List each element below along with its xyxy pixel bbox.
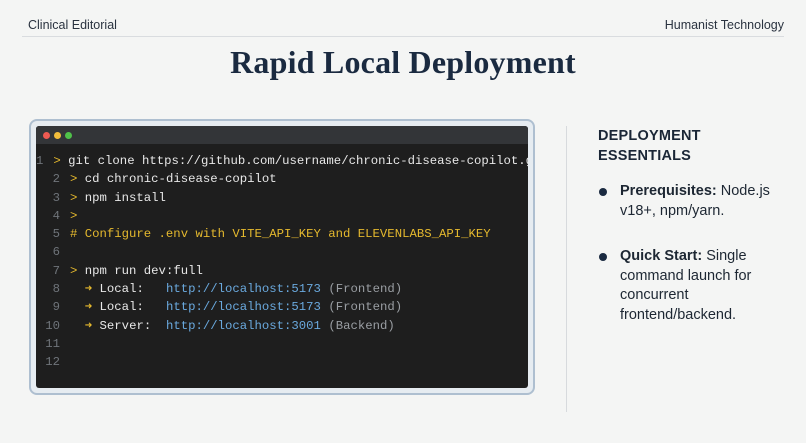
top-bar: Clinical Editorial Humanist Technology: [28, 14, 784, 36]
maximize-window-icon[interactable]: [65, 132, 72, 139]
output-note: (Frontend): [320, 300, 403, 315]
bullet-label: Prerequisites:: [620, 183, 717, 199]
bullet-prerequisites: Prerequisites: Node.js v18+, npm/yarn.: [598, 182, 798, 221]
line-number: 11: [45, 336, 60, 351]
close-window-icon[interactable]: [43, 132, 50, 139]
command-text: cd chronic-disease-copilot: [84, 172, 277, 187]
line-number: 2: [52, 172, 60, 187]
code-line: 12: [36, 353, 528, 371]
header-left-label: Clinical Editorial: [28, 18, 117, 32]
output-label: Local:: [99, 300, 166, 315]
code-line: 11: [36, 335, 528, 353]
prompt-glyph: >: [70, 190, 85, 205]
line-number: 5: [52, 227, 60, 242]
terminal-title-bar: [36, 126, 528, 144]
code-line: 6: [36, 243, 528, 261]
arrow-icon: ➜: [70, 282, 100, 297]
code-line: 10 ➜ Server: http://localhost:3001 (Back…: [36, 317, 528, 335]
column-divider: [566, 126, 567, 412]
output-label: Server:: [99, 318, 166, 333]
comment-text: # Configure .env with VITE_API_KEY and E…: [70, 227, 491, 242]
line-number: 1: [36, 154, 44, 168]
code-line: 2 > cd chronic-disease-copilot: [36, 170, 528, 188]
code-line: 5 # Configure .env with VITE_API_KEY and …: [36, 225, 528, 243]
prompt-glyph: >: [70, 172, 85, 187]
bullet-label: Quick Start:: [620, 248, 703, 264]
code-line: 9 ➜ Local: http://localhost:5173 (Fronte…: [36, 298, 528, 316]
bullet-dot-icon: [599, 253, 607, 261]
line-number: 4: [52, 208, 60, 223]
line-number: 7: [52, 263, 60, 278]
bullet-dot-icon: [599, 188, 607, 196]
line-number: 6: [52, 245, 60, 260]
prompt-glyph: >: [53, 154, 69, 168]
command-text: npm install: [84, 190, 166, 205]
localhost-link[interactable]: http://localhost:5173: [165, 300, 321, 315]
essentials-heading-line: ESSENTIALS: [598, 148, 692, 164]
code-line: 1 > git clone https://github.com/username…: [36, 152, 528, 170]
essentials-heading-line: DEPLOYMENT: [598, 128, 701, 144]
line-number: 10: [45, 318, 60, 333]
page-title: Rapid Local Deployment: [230, 44, 576, 80]
header-divider: [22, 36, 784, 37]
line-number: 8: [52, 282, 60, 297]
code-line: 8 ➜ Local: http://localhost:5173 (Fronte…: [36, 280, 528, 298]
arrow-icon: ➜: [70, 300, 100, 315]
arrow-icon: ➜: [70, 318, 100, 333]
code-line: 4>: [36, 207, 528, 225]
command-text: npm run dev:full: [84, 263, 203, 278]
minimize-window-icon[interactable]: [54, 132, 61, 139]
code-line: 7 > npm run dev:full: [36, 262, 528, 280]
output-note: (Frontend): [320, 282, 403, 297]
line-number: 3: [52, 190, 60, 205]
command-text: git clone https://github.com/username/ch…: [68, 154, 528, 168]
bullet-text: Node.js v18+, npm/yarn.: [620, 183, 770, 219]
essentials-heading: DEPLOYMENT ESSENTIALS: [598, 126, 798, 166]
bullet-quick-start: Quick Start: Single command launch for c…: [598, 247, 798, 325]
line-number: 12: [45, 355, 60, 370]
prompt-glyph: >: [70, 208, 85, 223]
terminal-code: 1 > git clone https://github.com/username…: [36, 152, 528, 372]
header-right-label: Humanist Technology: [664, 18, 784, 32]
code-line: 3 > npm install: [36, 189, 528, 207]
localhost-link[interactable]: http://localhost:3001: [165, 318, 321, 333]
localhost-link[interactable]: http://localhost:5173: [165, 282, 321, 297]
line-number: 9: [52, 300, 60, 315]
output-label: Local:: [99, 282, 166, 297]
bullet-text: Single command launch for concurrent fro…: [620, 248, 752, 323]
prompt-glyph: >: [70, 263, 85, 278]
essentials-panel: DEPLOYMENT ESSENTIALS Prerequisites: Nod…: [598, 126, 798, 325]
output-note: (Backend): [320, 318, 395, 333]
terminal-window: 1 > git clone https://github.com/username…: [36, 126, 528, 388]
